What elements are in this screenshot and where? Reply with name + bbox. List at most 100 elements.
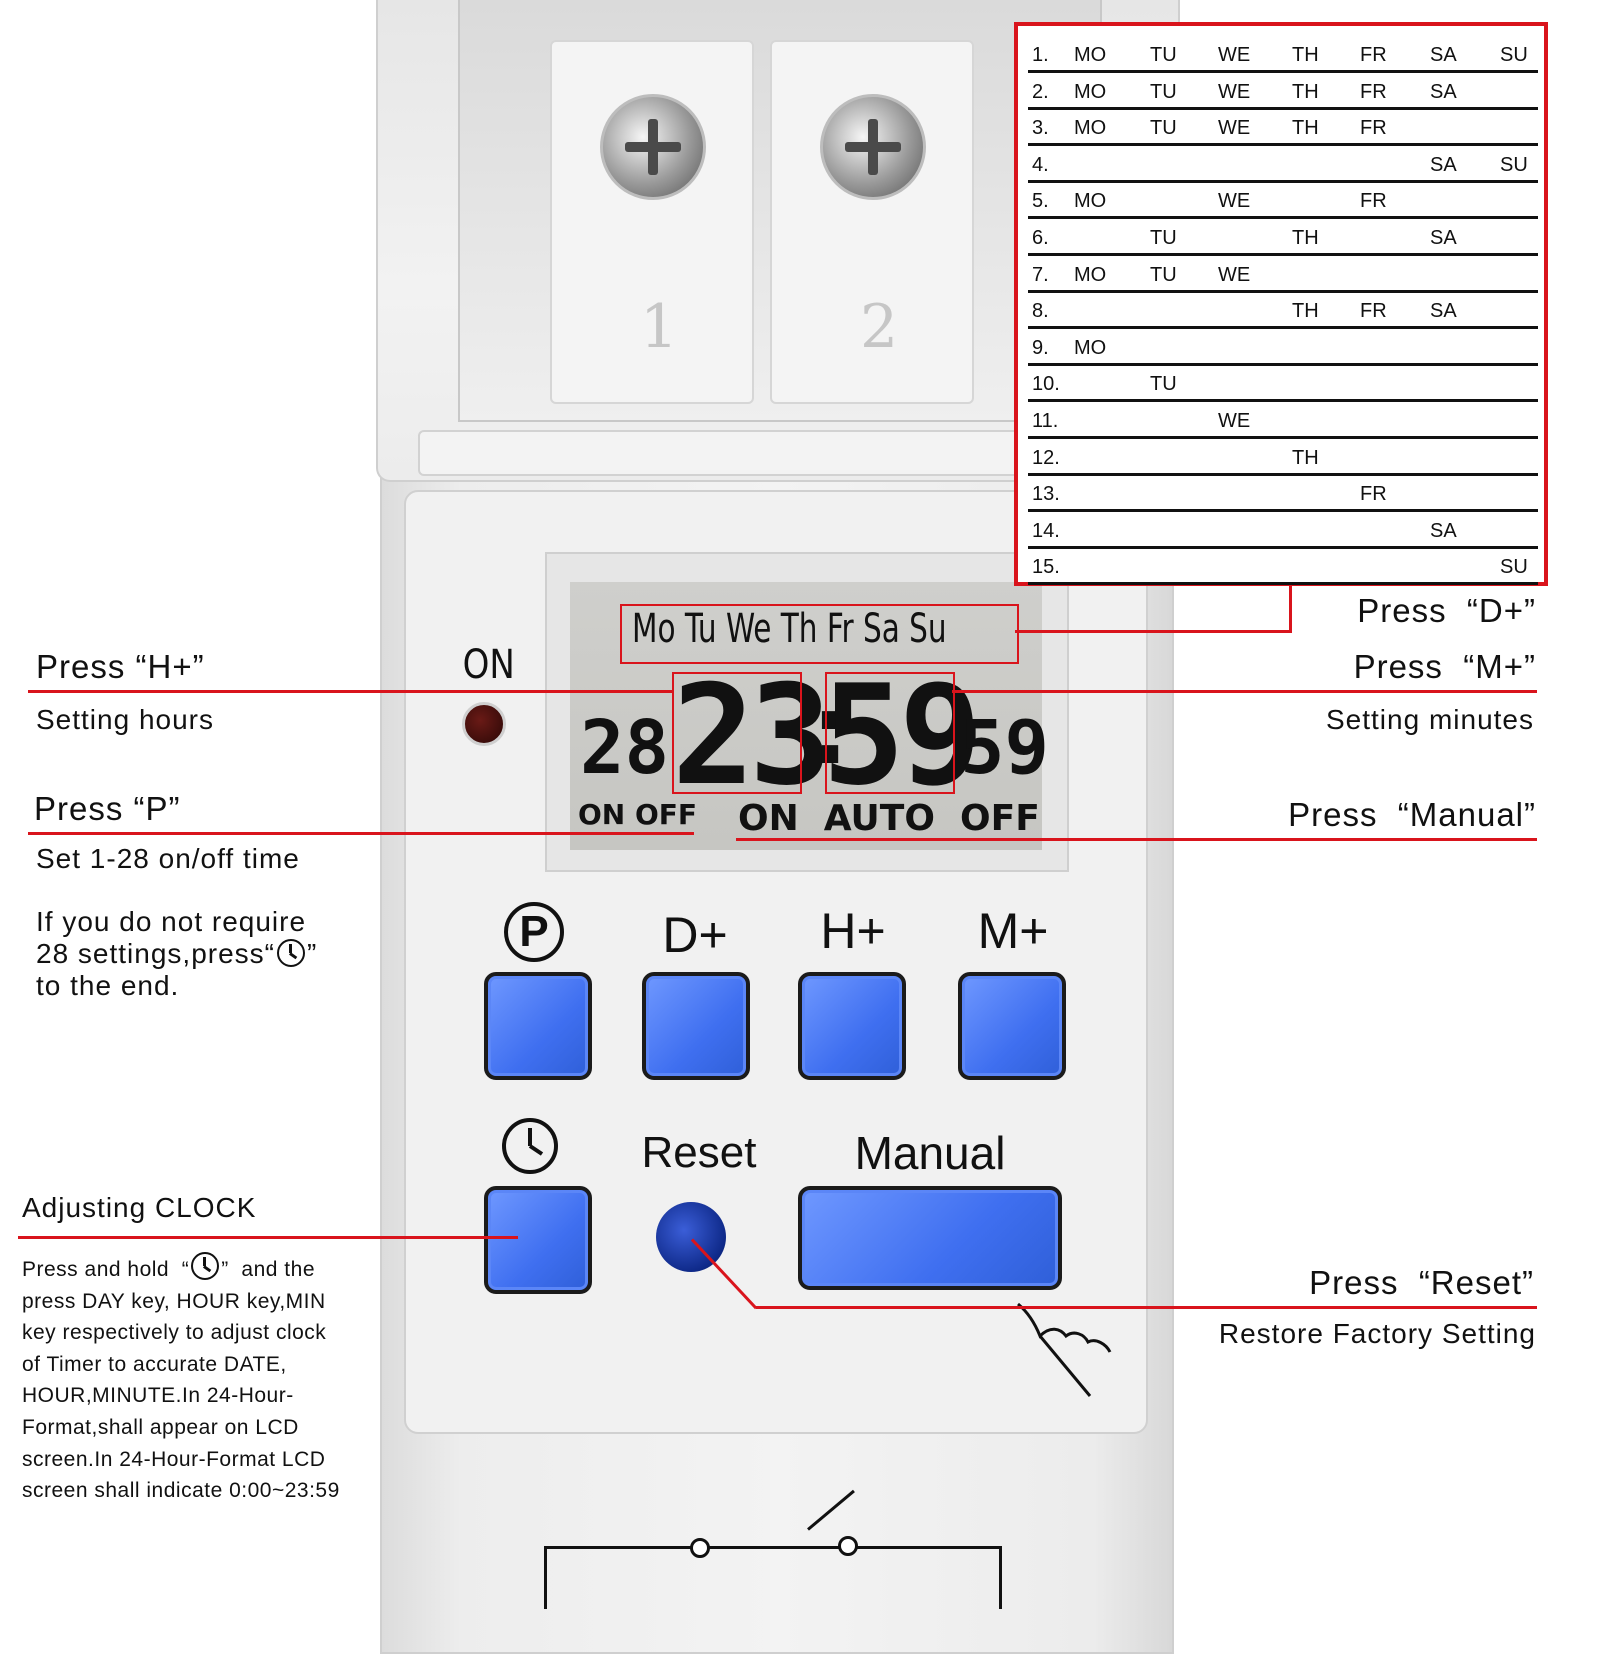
- reset-button[interactable]: [656, 1202, 726, 1272]
- d-plus-label: D+: [662, 907, 728, 963]
- day-cell: FR: [1360, 190, 1387, 213]
- lcd-program-number: 28: [580, 705, 670, 791]
- p-note-line-2b: ”: [307, 938, 318, 969]
- day-cell: TH: [1292, 80, 1319, 103]
- m-plus-button[interactable]: [958, 972, 1066, 1080]
- clock-desc-line-7: screen.In 24-Hour-Format LCD: [22, 1447, 326, 1471]
- manual-button[interactable]: [798, 1186, 1062, 1290]
- day-cell: TU: [1150, 80, 1177, 103]
- terminal-block-2: 2: [770, 40, 974, 404]
- day-cell: MO: [1074, 80, 1107, 103]
- clock-desc-1b: ” and the: [221, 1258, 315, 1281]
- p-button[interactable]: [484, 972, 592, 1080]
- day-cell: SU: [1500, 153, 1528, 176]
- lcd-weekdays: Mo Tu We Th Fr Sa Su: [632, 606, 947, 652]
- minutes-highlight-box: [825, 672, 955, 794]
- day-cell: SA: [1430, 519, 1457, 542]
- table-row: 13.FR: [1028, 475, 1538, 513]
- day-cell: FR: [1360, 117, 1387, 140]
- day-cell: TH: [1292, 44, 1319, 66]
- day-cell: TH: [1292, 117, 1319, 140]
- day-cell: WE: [1218, 117, 1251, 140]
- terminal-number-1: 1: [640, 292, 679, 362]
- wiring-contact-icon: [838, 1536, 858, 1556]
- row-number: 1.: [1032, 44, 1049, 66]
- wiring-diagram: [544, 1546, 1002, 1609]
- reset-title: Press “Reset”: [1309, 1264, 1534, 1301]
- row-number: 6.: [1032, 227, 1049, 249]
- p-note-line-1: If you do not require: [36, 906, 307, 937]
- table-row: 10.TU: [1028, 365, 1538, 403]
- clock-desc-line-8: screen shall indicate 0:00~23:59: [22, 1479, 340, 1503]
- clock-desc-line-4: of Timer to accurate DATE,: [22, 1352, 287, 1376]
- inline-clock-icon: [277, 939, 305, 967]
- day-cell: TU: [1150, 44, 1177, 66]
- transparent-lid: 1 2: [376, 0, 1180, 482]
- day-cell: WE: [1218, 410, 1251, 432]
- schedule-table: 1. MO TU WE TH FR SA SU 2. MO TU WE TH FR SA 3. MO TU WE TH…: [1014, 22, 1548, 586]
- hand-pointer-icon: [1010, 1296, 1120, 1411]
- m-plus-label: M+: [977, 903, 1049, 959]
- day-cell: SA: [1430, 227, 1457, 249]
- clock-title: Adjusting CLOCK: [22, 1192, 257, 1223]
- table-row: 14.SA: [1028, 512, 1538, 549]
- row-number: 3.: [1032, 117, 1049, 140]
- day-cell: MO: [1074, 44, 1107, 66]
- p-button-label: P: [504, 902, 564, 962]
- row-number: 5.: [1032, 190, 1049, 213]
- weekdays-highlight-box: [620, 604, 1019, 664]
- row-number: 9.: [1032, 336, 1049, 359]
- manual-label: Manual: [854, 1127, 1006, 1179]
- h-plus-button[interactable]: [798, 972, 906, 1080]
- p-note-line-3: to the end.: [36, 970, 180, 1001]
- lcd-minutes: 59: [822, 655, 982, 816]
- manual-title: Press “Manual”: [1288, 796, 1536, 833]
- screw-icon: [600, 94, 706, 200]
- p-note-line-2: 28 settings,press“”: [36, 938, 317, 970]
- terminal-number-2: 2: [860, 292, 899, 362]
- table-row: 12.TH: [1028, 439, 1538, 476]
- day-cell: WE: [1218, 44, 1251, 66]
- d-plus-leader-vertical: [1289, 586, 1292, 633]
- lcd-screen: [570, 582, 1042, 850]
- clock-desc-line-1: Press and hold “” and the: [22, 1252, 392, 1286]
- d-plus-leader-line: [1015, 630, 1291, 633]
- clock-desc-line-2: press DAY key, HOUR key,MIN: [22, 1289, 326, 1313]
- row-number: 11.: [1032, 410, 1059, 432]
- day-cell: MO: [1074, 190, 1107, 213]
- clock-desc-line-6: Format,shall appear on LCD: [22, 1415, 299, 1439]
- lid-window: 1 2: [458, 0, 1102, 422]
- h-plus-desc: Setting hours: [36, 704, 214, 735]
- row-number: 13.: [1032, 483, 1060, 506]
- m-plus-leader-line: [952, 690, 1537, 693]
- lcd-hours: 23: [672, 655, 832, 816]
- m-plus-desc: Setting minutes: [1326, 704, 1534, 735]
- d-plus-title: Press “D+”: [1357, 592, 1536, 629]
- clock-desc: Press and hold “” and the press DAY key,…: [22, 1252, 392, 1507]
- day-cell: WE: [1218, 190, 1251, 213]
- d-plus-button[interactable]: [642, 972, 750, 1080]
- m-plus-title: Press “M+”: [1353, 648, 1536, 685]
- reset-label: Reset: [641, 1128, 757, 1177]
- row-number: 2.: [1032, 80, 1049, 103]
- day-cell: TU: [1150, 373, 1177, 396]
- day-cell: FR: [1360, 44, 1387, 66]
- day-cell: FR: [1360, 300, 1387, 323]
- day-cell: SA: [1430, 153, 1457, 176]
- day-cell: TU: [1150, 227, 1177, 249]
- table-row: 15.SU: [1028, 548, 1538, 586]
- clock-button[interactable]: [484, 1186, 592, 1294]
- power-led-icon: [462, 702, 506, 746]
- hours-highlight-box: [672, 672, 802, 794]
- clock-leader-line: [18, 1236, 518, 1239]
- clock-desc-line-3: key respectively to adjust clock: [22, 1321, 327, 1345]
- p-desc: Set 1-28 on/off time: [36, 843, 300, 874]
- day-cell: TH: [1292, 300, 1319, 323]
- wiring-contact-icon: [690, 1538, 710, 1558]
- day-cell: SA: [1430, 44, 1457, 66]
